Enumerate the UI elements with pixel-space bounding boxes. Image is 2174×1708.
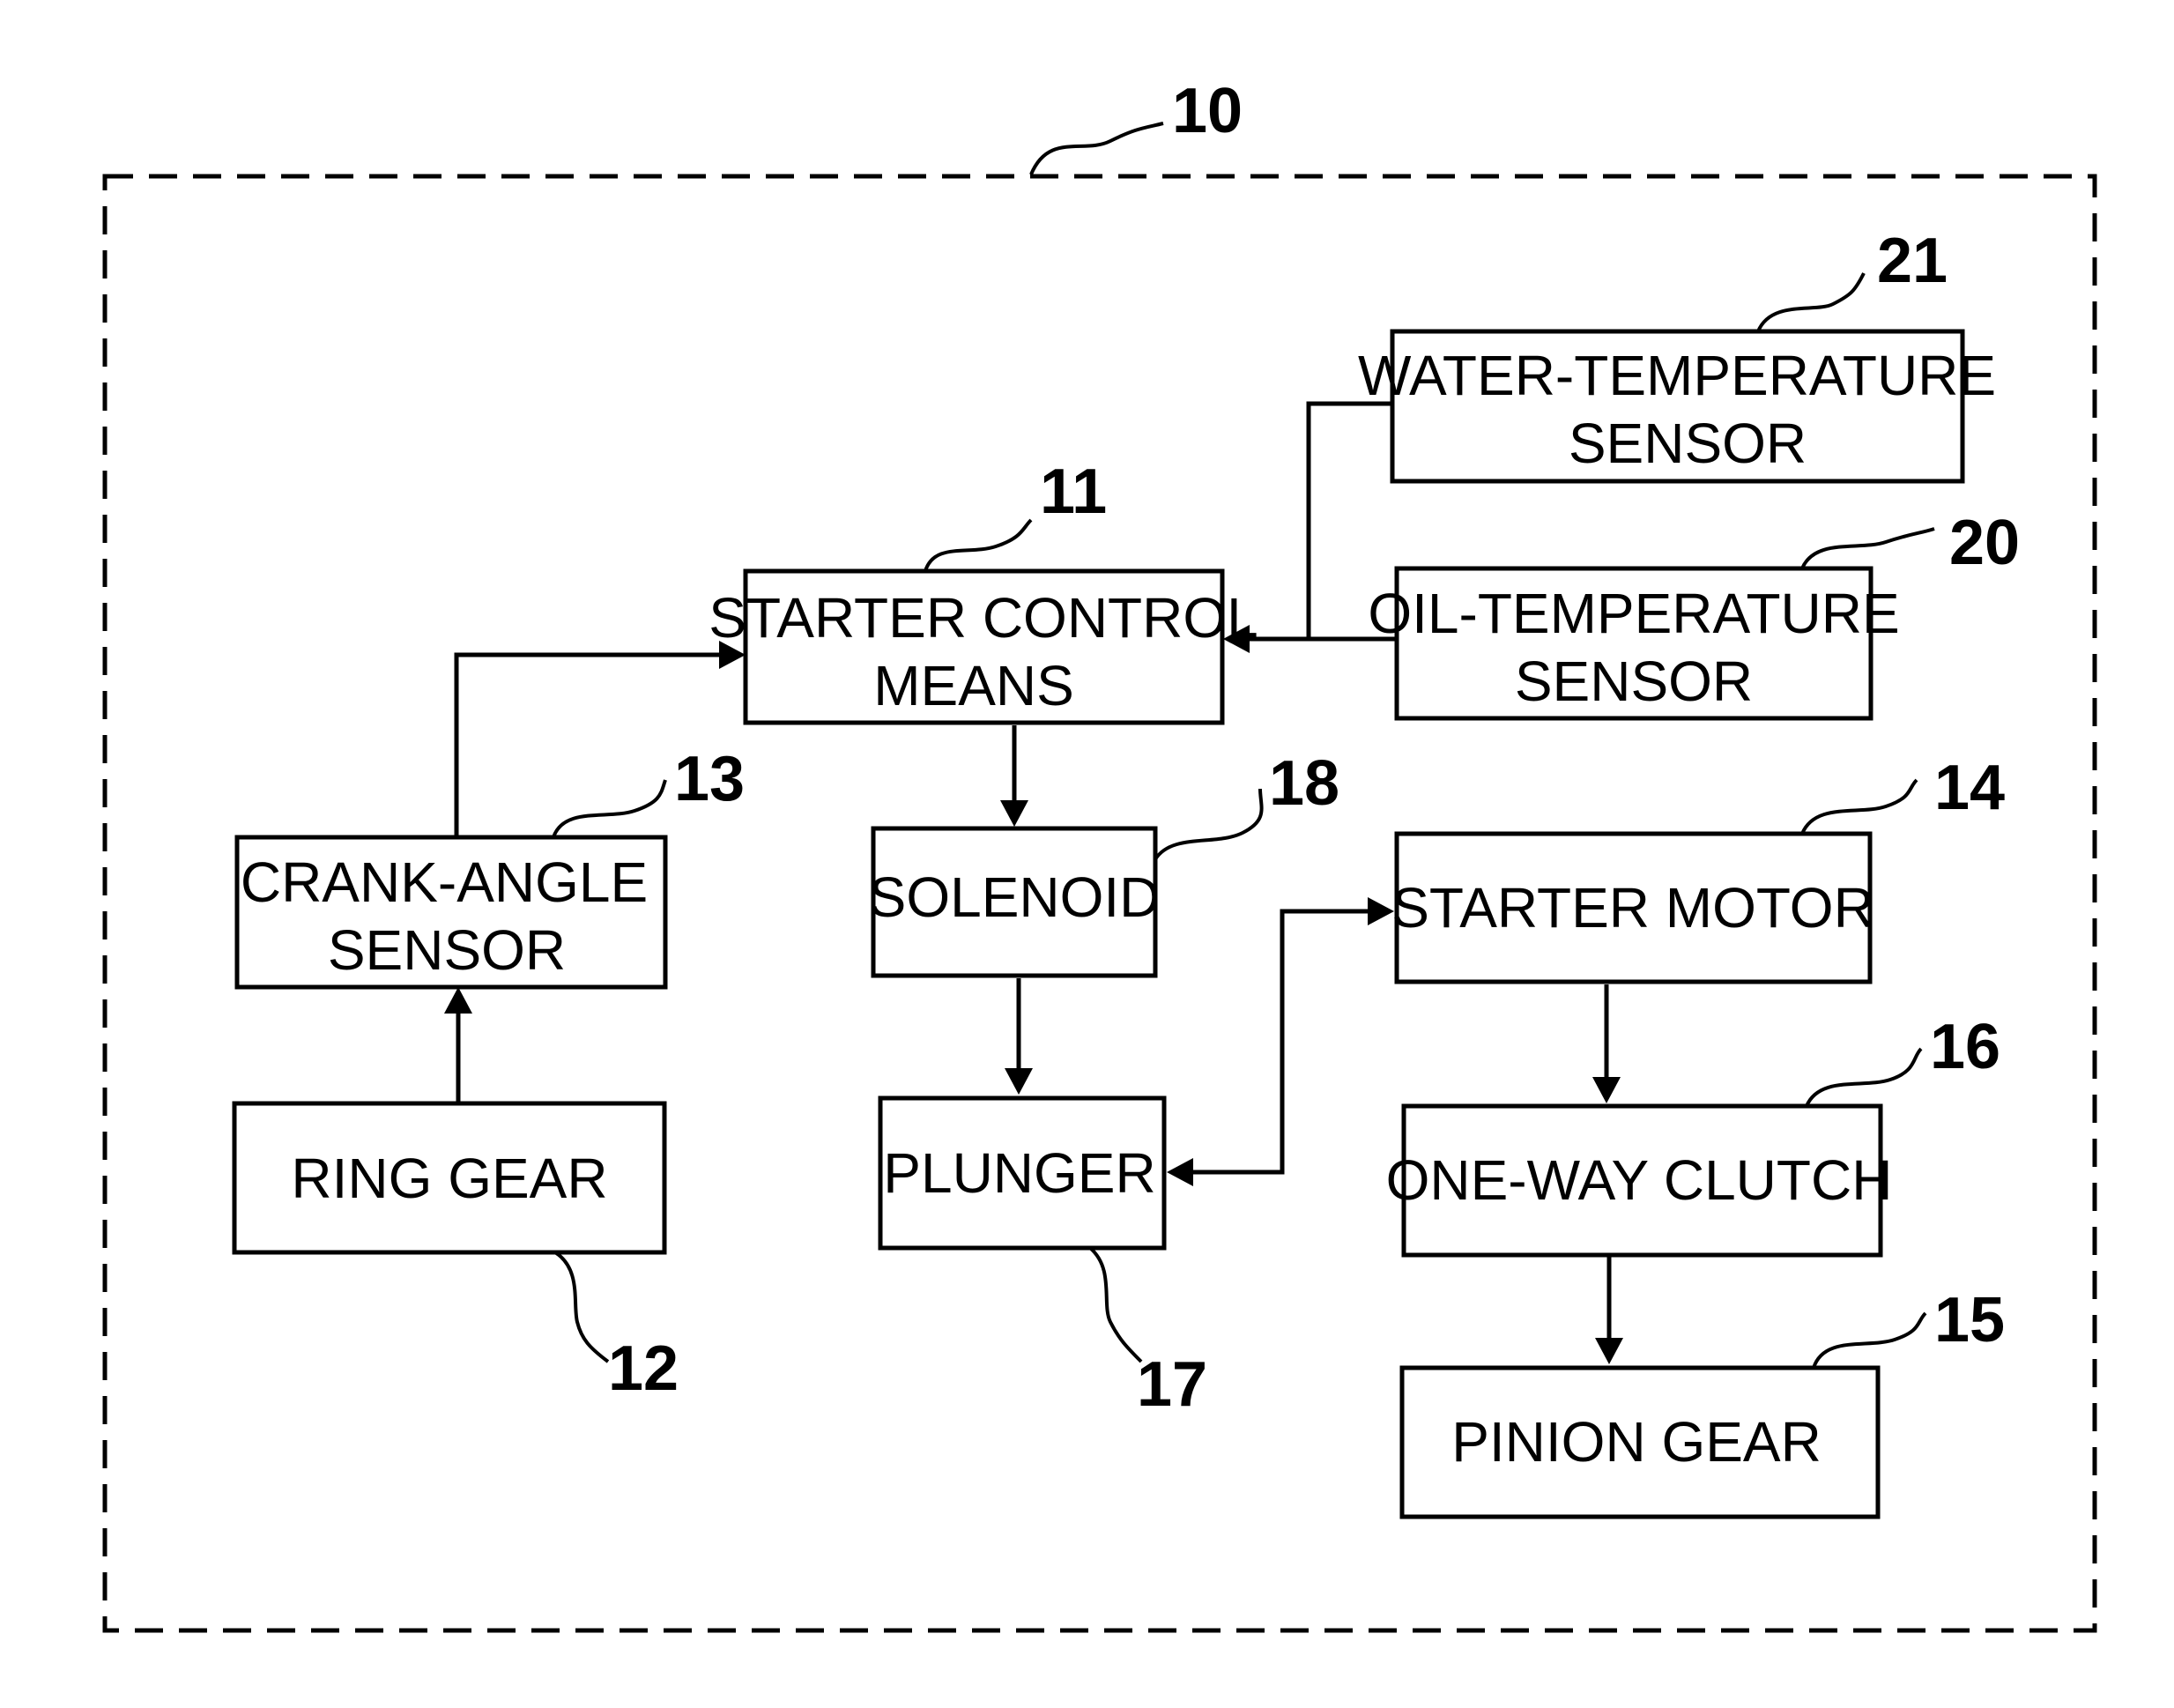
connector-plunger-to-motor (1191, 911, 1370, 1172)
ref-label-21: 21 (1877, 226, 1948, 296)
crank-angle-sensor-line-1: CRANK-ANGLE (241, 850, 648, 914)
arrowhead-into-pinion (1595, 1338, 1623, 1364)
ring-gear-label: RING GEAR (291, 1147, 607, 1210)
leader-18 (1155, 789, 1262, 859)
one-way-clutch-label: ONE-WAY CLUTCH (1386, 1148, 1893, 1212)
leader-11 (925, 520, 1031, 571)
ref-label-12: 12 (608, 1333, 679, 1404)
starter-control-means-line-1: STARTER CONTROL (709, 586, 1258, 650)
starter-control-means-block: STARTER CONTROL MEANS (709, 571, 1258, 723)
crank-angle-sensor-line-2: SENSOR (328, 918, 566, 982)
arrowhead-into-clutch (1592, 1077, 1621, 1103)
one-way-clutch-block: ONE-WAY CLUTCH (1386, 1106, 1893, 1255)
ref-label-17: 17 (1137, 1349, 1207, 1420)
starter-control-means-line-2: MEANS (873, 654, 1074, 717)
solenoid-label: SOLENOID (869, 865, 1161, 929)
arrowhead-into-plunger (1005, 1068, 1033, 1095)
ref-label-16: 16 (1930, 1012, 2000, 1082)
starter-motor-block: STARTER MOTOR (1391, 834, 1874, 982)
plunger-block: PLUNGER (880, 1098, 1164, 1248)
leader-15 (1814, 1313, 1925, 1368)
water-temperature-sensor-line-2: SENSOR (1569, 412, 1807, 475)
ref-label-10: 10 (1172, 76, 1243, 146)
oil-temperature-sensor-block: OIL-TEMPERATURE SENSOR (1368, 568, 1899, 718)
leader-20 (1802, 529, 1934, 568)
ref-label-20: 20 (1949, 508, 2020, 578)
starter-motor-label: STARTER MOTOR (1391, 876, 1874, 939)
ref-label-14: 14 (1934, 753, 2005, 823)
ref-label-11: 11 (1040, 457, 1107, 527)
leader-17 (1090, 1248, 1141, 1362)
ring-gear-block: RING GEAR (234, 1103, 664, 1252)
water-temperature-sensor-line-1: WATER-TEMPERATURE (1358, 344, 1996, 407)
arrowhead-into-crank (444, 987, 472, 1014)
pinion-gear-label: PINION GEAR (1451, 1410, 1822, 1474)
leader-16 (1807, 1049, 1921, 1106)
plunger-label: PLUNGER (883, 1141, 1155, 1205)
solenoid-block: SOLENOID (869, 828, 1161, 976)
arrowhead-into-plunger-side (1167, 1158, 1193, 1186)
ref-label-18: 18 (1269, 748, 1339, 819)
leader-13 (553, 780, 665, 837)
ref-label-13: 13 (674, 744, 745, 814)
oil-temperature-sensor-line-2: SENSOR (1515, 650, 1753, 713)
oil-temperature-sensor-line-1: OIL-TEMPERATURE (1368, 582, 1899, 645)
crank-angle-sensor-block: CRANK-ANGLE SENSOR (237, 837, 665, 987)
leader-21 (1758, 273, 1864, 331)
arrowhead-into-solenoid (1000, 800, 1028, 827)
arrowhead-into-motor (1368, 897, 1394, 925)
water-temperature-sensor-block: WATER-TEMPERATURE SENSOR (1358, 331, 1996, 481)
leader-10 (1031, 123, 1163, 175)
leader-14 (1802, 780, 1917, 834)
ref-label-15: 15 (1934, 1285, 2005, 1355)
leader-12 (555, 1252, 608, 1362)
pinion-gear-block: PINION GEAR (1402, 1368, 1878, 1517)
